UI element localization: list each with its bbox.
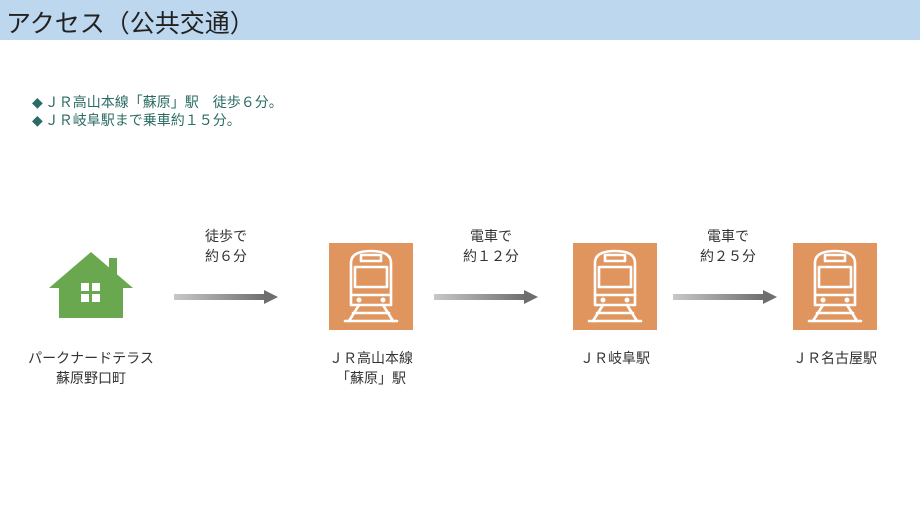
arrow-right-icon <box>434 290 538 304</box>
train-icon <box>573 243 657 330</box>
origin-address: 蘇原野口町 <box>56 371 126 387</box>
diamond-bullet-icon: ◆ <box>32 113 43 129</box>
leg-mode: 徒歩で <box>205 229 247 245</box>
summary-text: ＪＲ岐阜駅まで乗車約１５分。 <box>44 113 241 129</box>
station-line: ＪＲ高山本線 <box>329 351 413 367</box>
train-icon <box>329 243 413 330</box>
arrow-right-icon <box>174 290 278 304</box>
title-bar: アクセス（公共交通） <box>0 0 920 40</box>
station-label: ＪＲ岐阜駅 <box>555 349 675 369</box>
page-title: アクセス（公共交通） <box>6 9 255 38</box>
leg-mode: 電車で <box>707 229 749 245</box>
arrow-right-icon <box>673 290 777 304</box>
station-name: ＪＲ名古屋駅 <box>793 351 877 367</box>
station-label: ＪＲ高山本線 「蘇原」駅 <box>311 349 431 389</box>
leg-label: 徒歩で 約６分 <box>186 227 266 267</box>
summary-line: ◆ＪＲ高山本線「蘇原」駅 徒歩６分。 <box>32 94 283 112</box>
leg-label: 電車で 約２５分 <box>683 227 773 267</box>
leg-time: 約２５分 <box>700 249 756 265</box>
origin-label: パークナードテラス 蘇原野口町 <box>12 349 170 389</box>
station-label: ＪＲ名古屋駅 <box>775 349 895 369</box>
access-summary: ◆ＪＲ高山本線「蘇原」駅 徒歩６分。 ◆ＪＲ岐阜駅まで乗車約１５分。 <box>32 94 283 130</box>
diamond-bullet-icon: ◆ <box>32 95 43 111</box>
station-name: ＪＲ岐阜駅 <box>580 351 650 367</box>
train-icon <box>793 243 877 330</box>
house-icon <box>49 250 133 318</box>
summary-text: ＪＲ高山本線「蘇原」駅 徒歩６分。 <box>44 95 283 111</box>
leg-label: 電車で 約１２分 <box>446 227 536 267</box>
leg-time: 約６分 <box>205 249 247 265</box>
station-name: 「蘇原」駅 <box>336 371 406 387</box>
leg-mode: 電車で <box>470 229 512 245</box>
summary-line: ◆ＪＲ岐阜駅まで乗車約１５分。 <box>32 112 283 130</box>
origin-name: パークナードテラス <box>28 351 154 367</box>
leg-time: 約１２分 <box>463 249 519 265</box>
